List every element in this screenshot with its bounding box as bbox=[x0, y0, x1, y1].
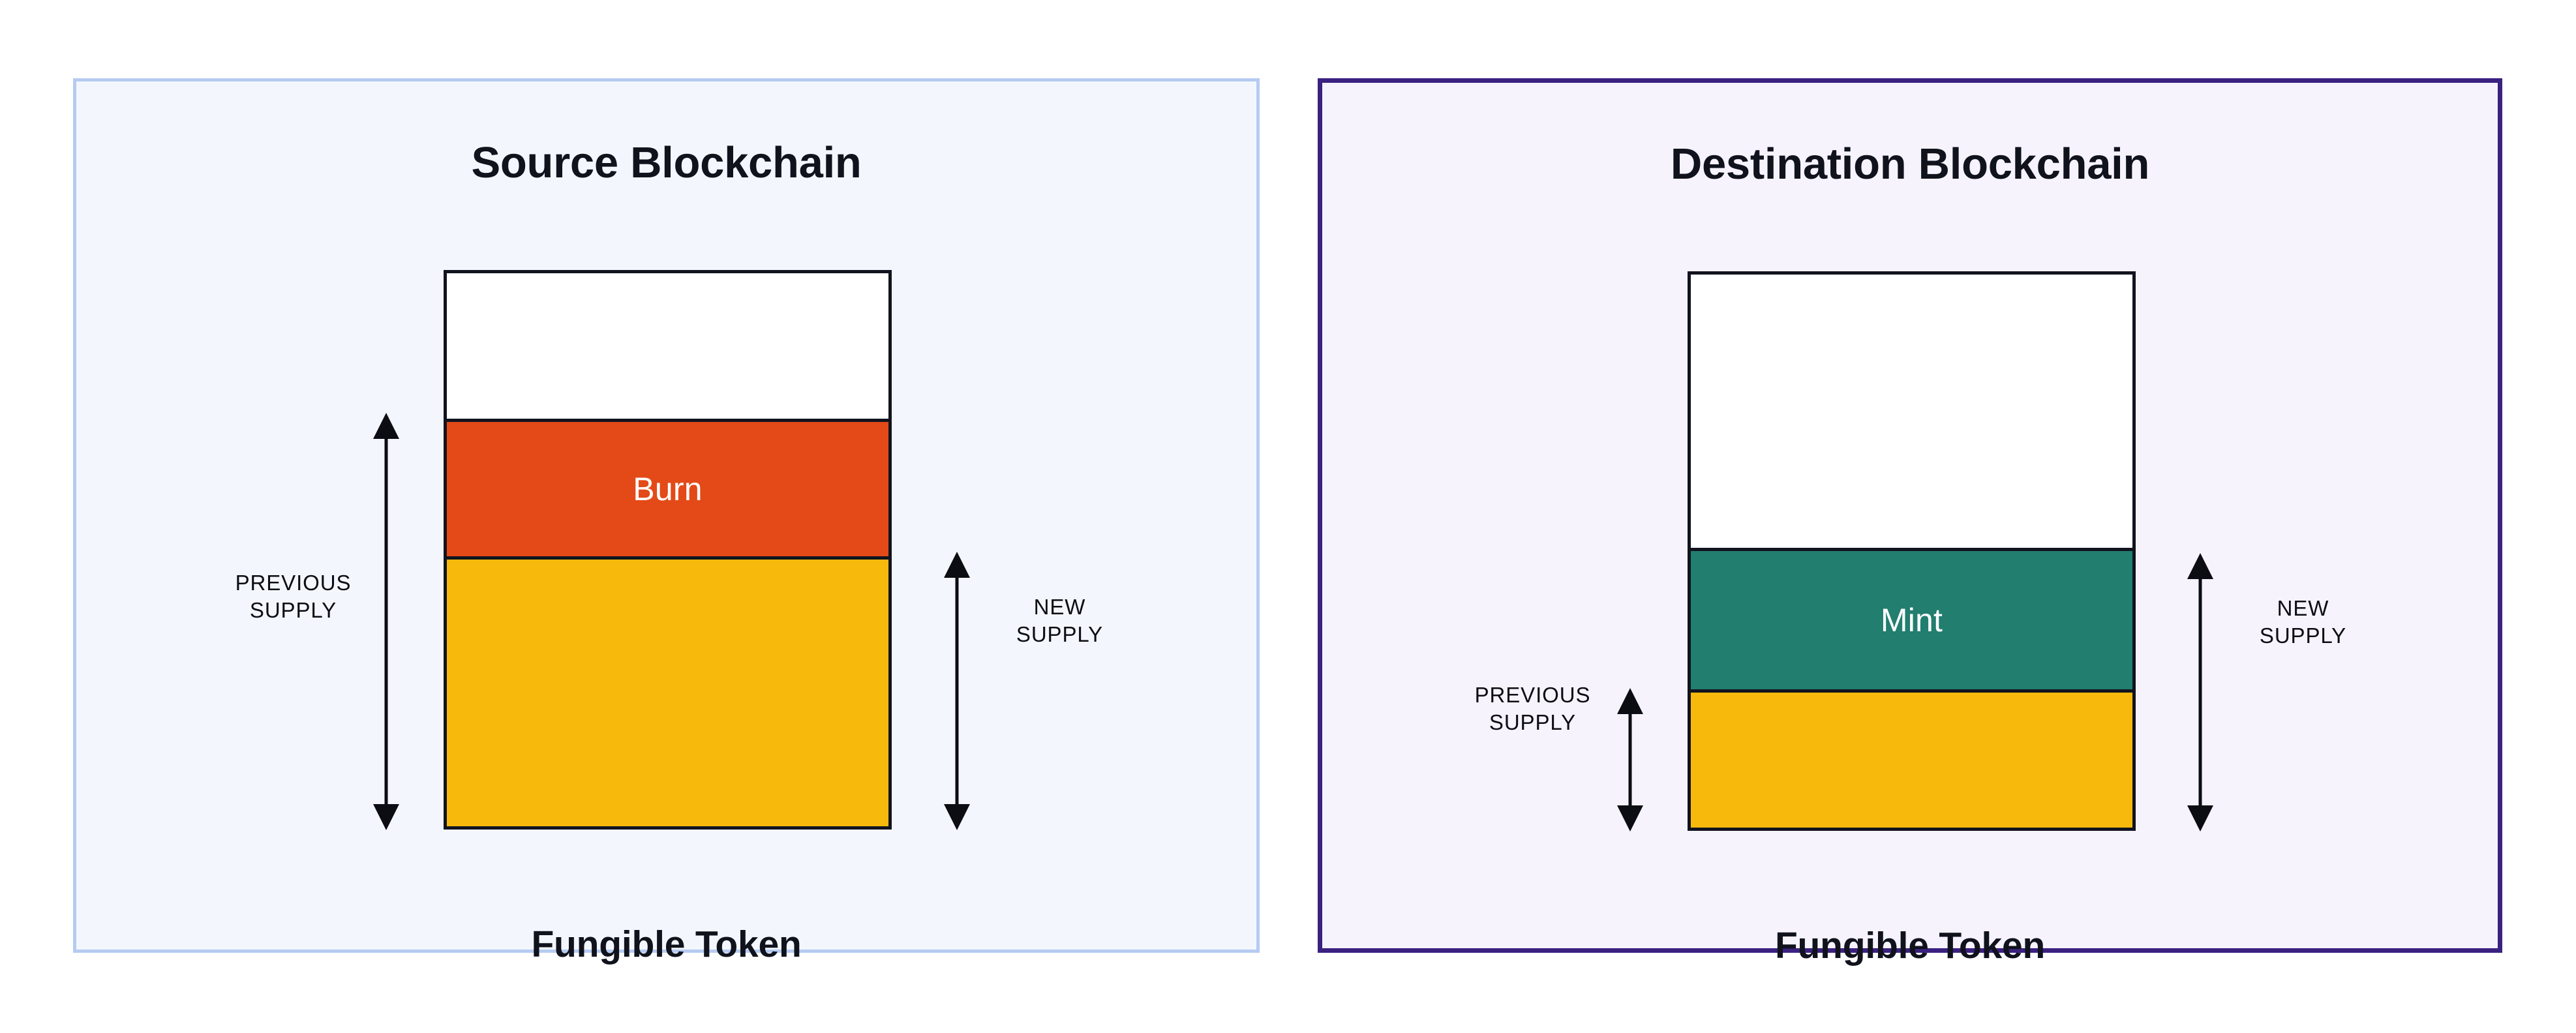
source-panel-footer-label: Fungible Token bbox=[531, 923, 802, 965]
destination-panel-footer-label: Fungible Token bbox=[1774, 925, 2046, 966]
destination-previous-supply-label: PREVIOUS SUPPLY bbox=[1474, 683, 1591, 735]
source-new-supply-arrow bbox=[944, 552, 970, 830]
source-previous-supply-arrow bbox=[373, 413, 399, 830]
destination-panel-title: Destination Blockchain bbox=[1670, 140, 2150, 188]
source-segment-burn: Burn bbox=[444, 419, 892, 560]
source-blockchain-panel: Source Blockchain Burn PREVIOUS SUPPLY N… bbox=[73, 78, 1260, 965]
source-previous-supply-label: PREVIOUS SUPPLY bbox=[235, 571, 352, 623]
destination-mint-label: Mint bbox=[1880, 602, 1943, 638]
source-panel-title: Source Blockchain bbox=[471, 138, 862, 187]
source-segment-remaining-supply bbox=[447, 553, 888, 826]
destination-segment-mint: Mint bbox=[1688, 548, 2136, 693]
destination-new-supply-label: NEW SUPPLY bbox=[2259, 596, 2347, 648]
source-new-supply-label: NEW SUPPLY bbox=[1016, 595, 1104, 647]
destination-blockchain-panel: Destination Blockchain Mint PREVIOUS SUP… bbox=[1318, 78, 2502, 966]
destination-previous-supply-arrow bbox=[1617, 688, 1643, 831]
destination-new-supply-arrow bbox=[2187, 553, 2213, 831]
destination-segment-existing-supply bbox=[1691, 689, 2132, 828]
source-burn-label: Burn bbox=[633, 471, 703, 507]
